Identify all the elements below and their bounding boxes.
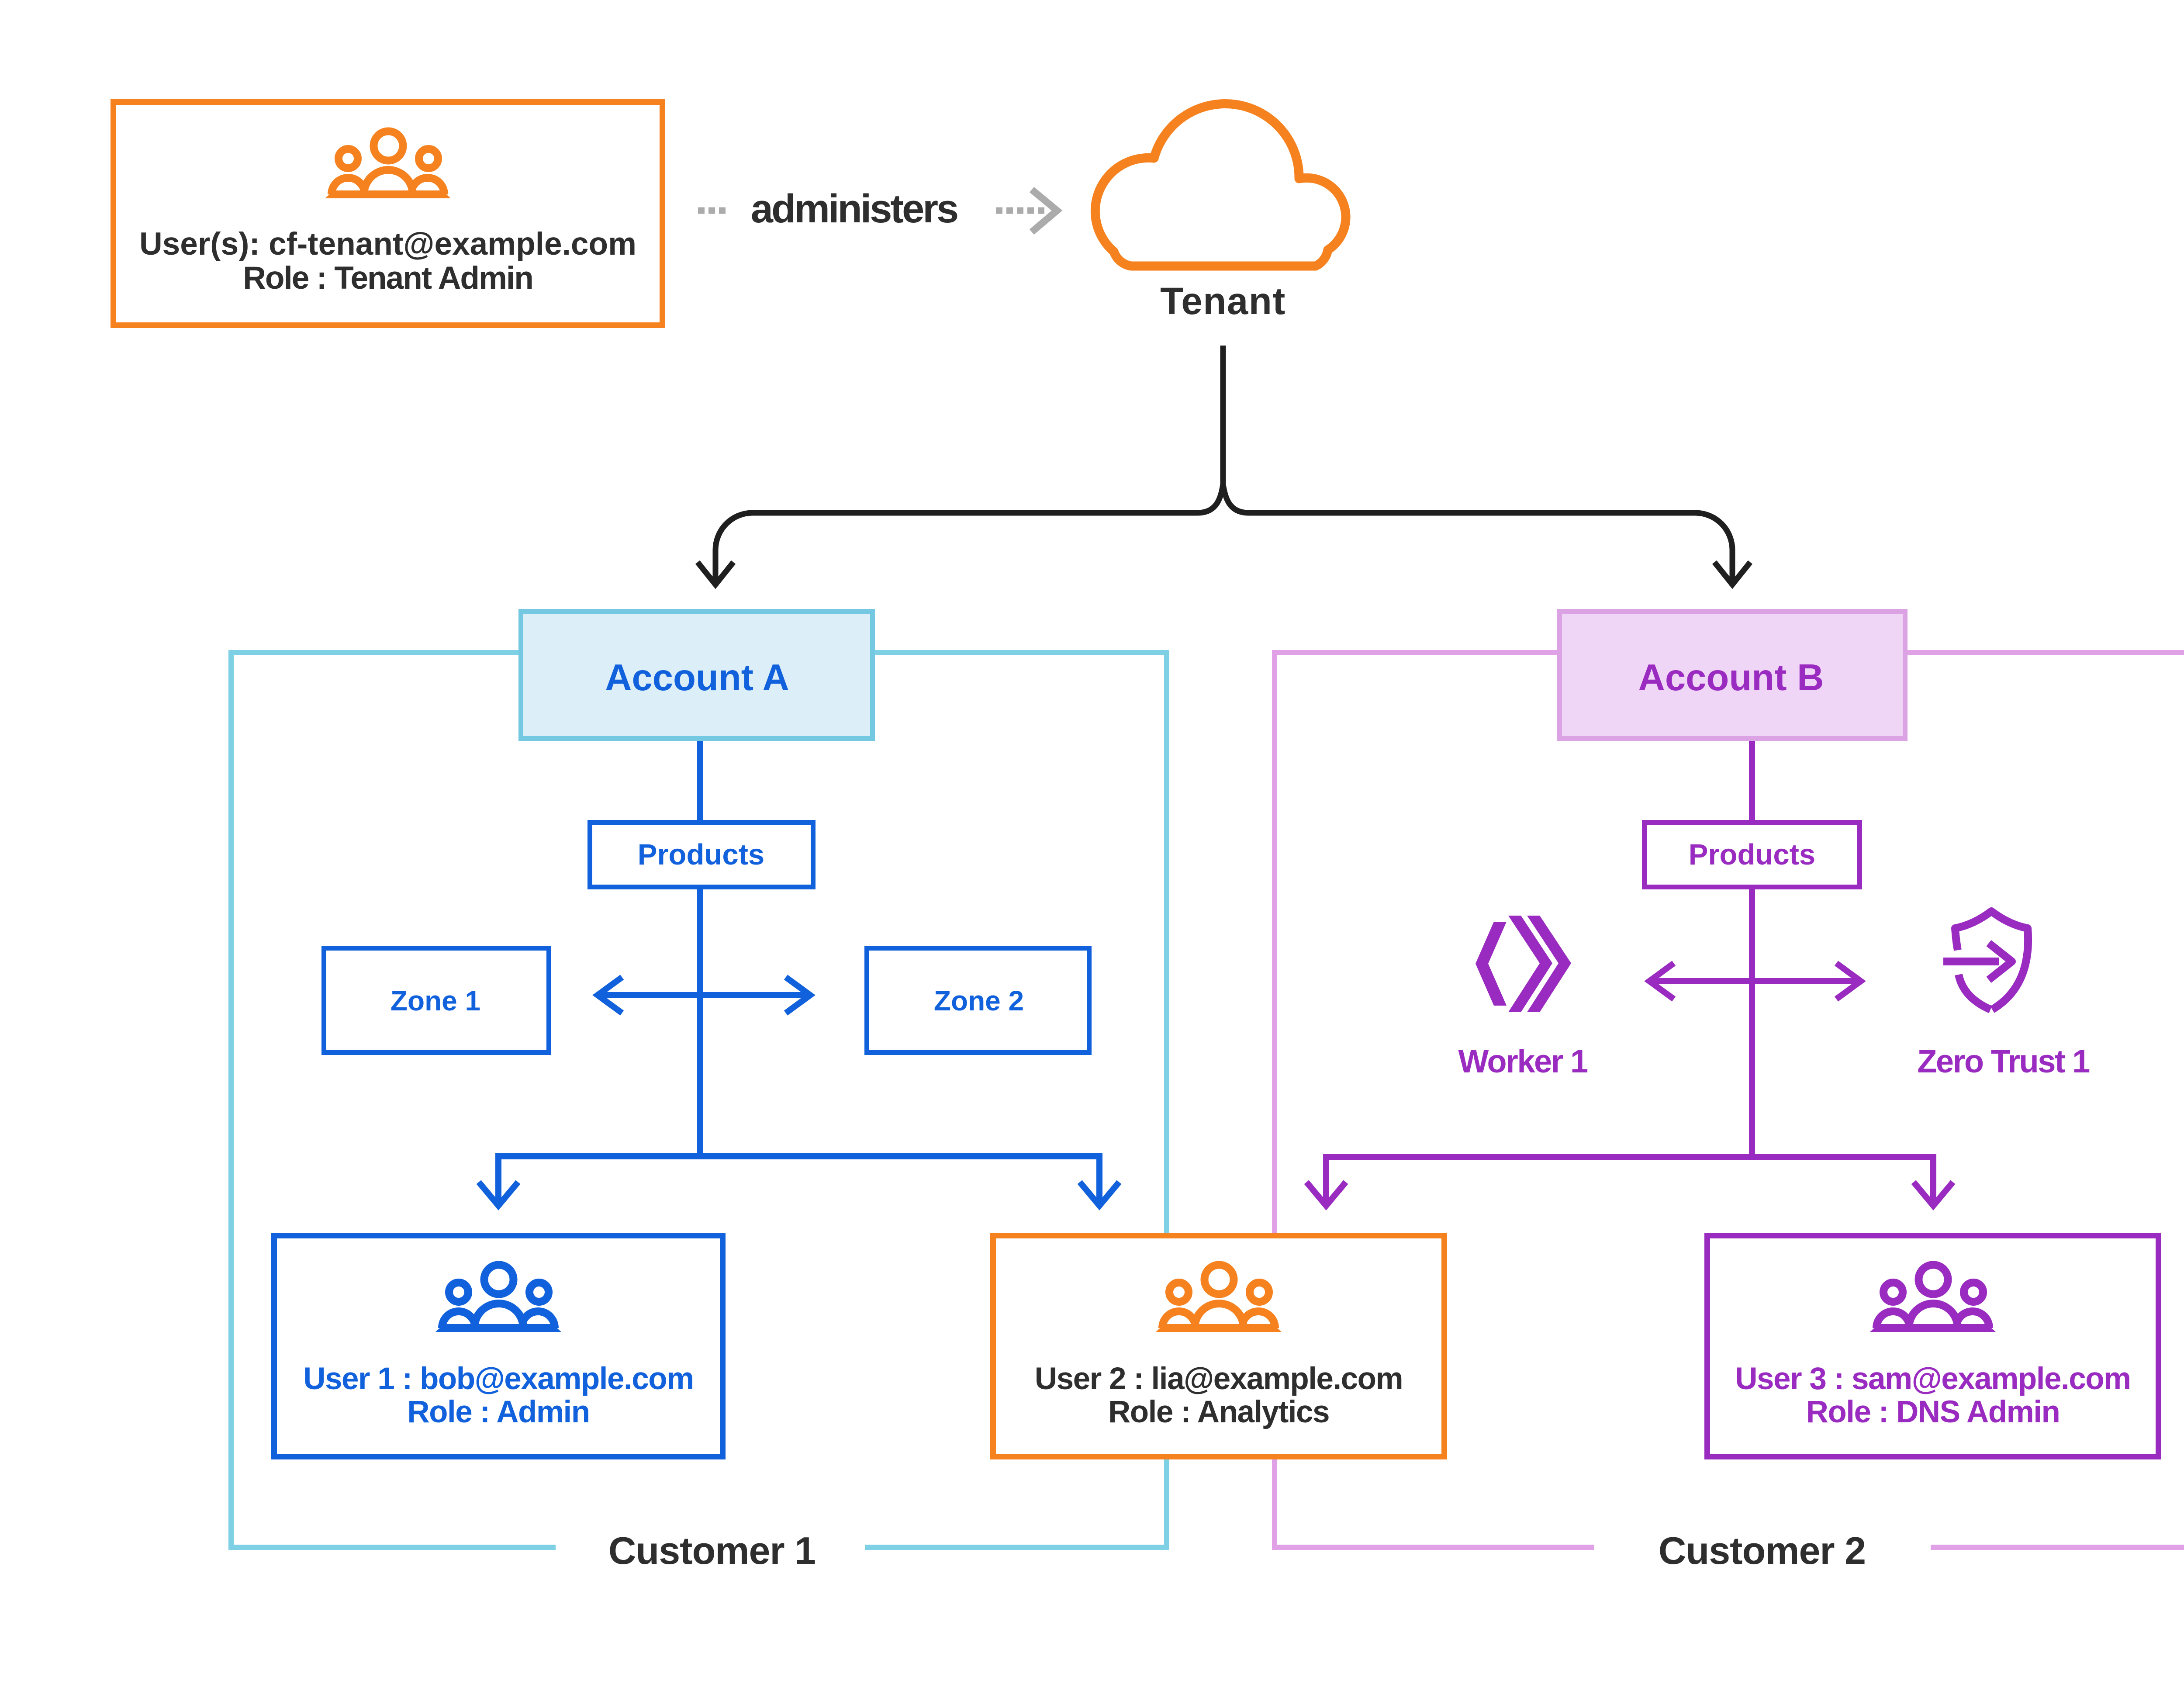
svg-text:Account B: Account B <box>1638 657 1824 698</box>
svg-text:Role : DNS Admin: Role : DNS Admin <box>1806 1395 2060 1429</box>
svg-text:Role : Tenant Admin: Role : Tenant Admin <box>243 260 533 296</box>
svg-text:Role : Admin: Role : Admin <box>407 1395 589 1429</box>
svg-text:Tenant: Tenant <box>1160 280 1286 322</box>
svg-text:Products: Products <box>638 838 764 871</box>
svg-text:User 1 : bob@example.com: User 1 : bob@example.com <box>303 1362 693 1396</box>
svg-text:Account A: Account A <box>605 657 789 698</box>
svg-text:Zone 1: Zone 1 <box>390 985 480 1017</box>
svg-text:Customer 2: Customer 2 <box>1659 1529 1866 1572</box>
svg-text:Zone 2: Zone 2 <box>934 985 1024 1017</box>
svg-text:User 3 : sam@example.com: User 3 : sam@example.com <box>1735 1362 2130 1396</box>
svg-text:administers: administers <box>751 187 957 231</box>
svg-text:User 2 : lia@example.com: User 2 : lia@example.com <box>1035 1362 1403 1396</box>
svg-text:Zero Trust 1: Zero Trust 1 <box>1917 1043 2090 1079</box>
svg-text:Role : Analytics: Role : Analytics <box>1108 1395 1329 1429</box>
svg-text:Customer 1: Customer 1 <box>608 1529 816 1572</box>
svg-text:Products: Products <box>1689 838 1815 871</box>
svg-text:User(s): cf-tenant@example.com: User(s): cf-tenant@example.com <box>139 226 636 262</box>
svg-text:Worker 1: Worker 1 <box>1458 1043 1588 1079</box>
